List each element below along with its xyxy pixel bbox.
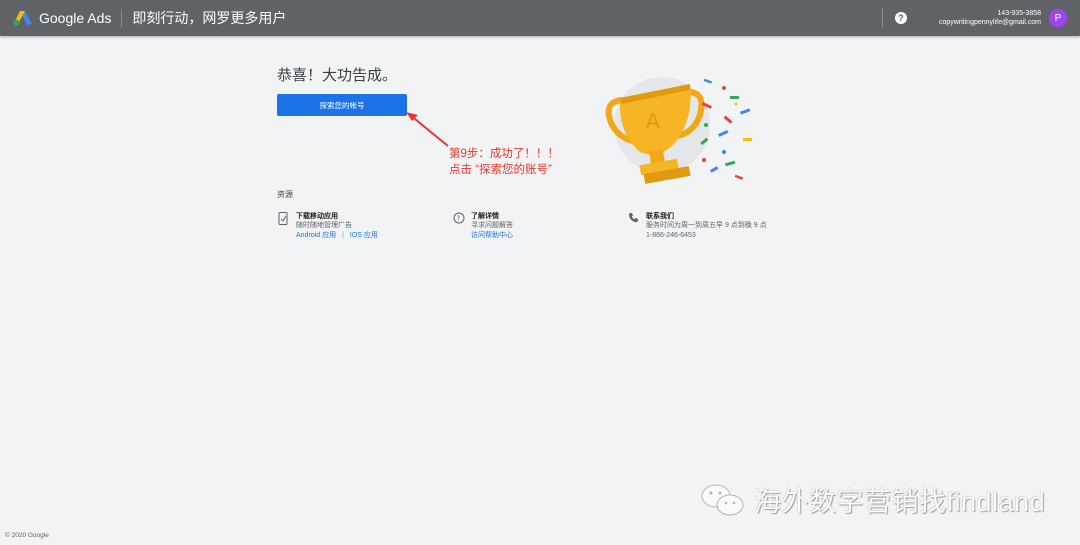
help-center-link[interactable]: 访问帮助中心 — [471, 232, 513, 239]
contact-phone: 1-866-246-6453 — [646, 232, 696, 239]
header-divider — [121, 9, 123, 27]
header-divider-right — [881, 8, 883, 28]
watermark: 海外数字营销找findland — [700, 480, 1045, 519]
page-title: 恭喜！大功告成。 — [277, 67, 398, 84]
ios-app-link[interactable]: IOS 应用 — [349, 232, 378, 239]
google-ads-logo-icon[interactable] — [13, 10, 33, 26]
account-phone: 143-935-3858 — [997, 10, 1041, 17]
footer-copyright: © 2020 Google — [5, 532, 49, 539]
avatar[interactable]: P — [1049, 9, 1067, 27]
phone-app-icon — [278, 212, 292, 241]
link-separator: | — [342, 232, 344, 239]
watermark-text: 海外数字营销找findland — [754, 487, 1046, 517]
resource-title: 联系我们 — [646, 213, 674, 220]
account-info[interactable]: 143-935-3858 copywritingpennylife@gmail.… — [939, 9, 1041, 27]
brand-name[interactable]: Google Ads — [39, 10, 112, 26]
resource-learn-more: ? 了解详情 寻求问题解答 访问帮助中心 — [453, 212, 513, 241]
resource-title: 了解详情 — [471, 213, 499, 220]
resource-desc: 寻求问题解答 — [471, 222, 513, 229]
annotation-line1: 第9步：成功了！！！ — [449, 148, 559, 160]
resource-mobile-app: 下载移动应用 随时随地管理广告 Android 应用 | IOS 应用 — [278, 212, 378, 241]
annotation-text: 第9步：成功了！！！ 点击 “探索您的账号” — [449, 146, 559, 178]
explore-account-button[interactable]: 探索您的帐号 — [277, 94, 407, 116]
svg-text:?: ? — [457, 215, 461, 223]
android-app-link[interactable]: Android 应用 — [296, 232, 337, 239]
trophy-illustration-icon: A — [605, 77, 752, 184]
resource-desc: 服务时间为周一到周五早 9 点到晚 9 点 — [646, 222, 767, 229]
header-subtitle: 即刻行动，网罗更多用户 — [132, 10, 287, 26]
resources-title: 资源 — [277, 190, 293, 199]
help-circle-icon: ? — [453, 212, 467, 241]
resource-title: 下载移动应用 — [296, 213, 338, 220]
telephone-icon — [628, 212, 642, 241]
svg-text:A: A — [646, 109, 660, 133]
help-icon[interactable]: ? — [894, 12, 907, 24]
annotation-arrow-icon — [406, 112, 449, 147]
account-email: copywritingpennylife@gmail.com — [938, 19, 1041, 26]
top-bar: Google Ads 即刻行动，网罗更多用户 ? 143-935-3858 co… — [0, 0, 1080, 36]
wechat-icon — [701, 484, 744, 515]
resource-contact-us: 联系我们 服务时间为周一到周五早 9 点到晚 9 点 1-866-246-645… — [628, 212, 767, 241]
annotation-line2: 点击 “探索您的账号” — [449, 164, 552, 176]
resource-desc: 随时随地管理广告 — [296, 222, 352, 229]
